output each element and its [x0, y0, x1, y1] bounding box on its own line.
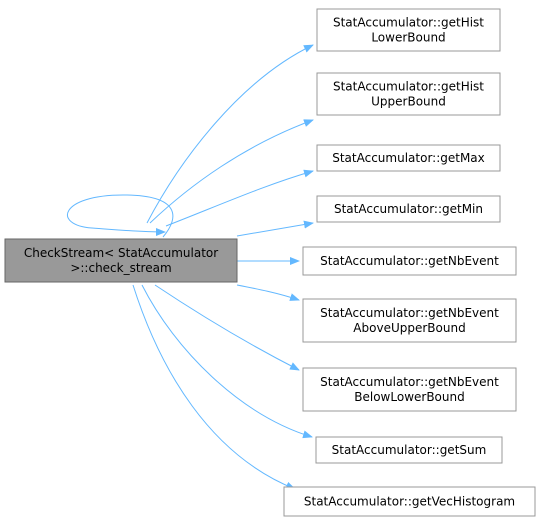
node-label-getNbEventBelowLowerBound-line-0: StatAccumulator::getNbEvent — [320, 375, 499, 389]
node-box-getNbEvent — [302, 246, 517, 276]
node-label-getHistUpperBound-line-1: UpperBound — [371, 95, 446, 109]
node-getNbEventAboveUpperBound[interactable]: StatAccumulator::getNbEventAboveUpperBou… — [302, 298, 517, 343]
edge-check_stream-to-getSum — [141, 284, 313, 439]
node-label-getNbEvent-line-0: StatAccumulator::getNbEvent — [320, 254, 499, 268]
edge-check_stream-to-getNbEventBelowLowerBound — [154, 284, 300, 371]
node-box-getHistLowerBound — [316, 8, 501, 52]
node-box-check_stream — [4, 238, 238, 283]
node-label-getHistUpperBound-line-0: StatAccumulator::getHist — [333, 80, 484, 94]
node-box-getVecHistogram — [283, 486, 536, 517]
edge-check_stream-to-getMin — [236, 220, 314, 237]
node-label-check_stream-line-0: CheckStream< StatAccumulator — [24, 246, 218, 260]
node-box-getNbEventBelowLowerBound — [302, 367, 517, 412]
node-label-getHistLowerBound-line-1: LowerBound — [371, 31, 445, 45]
edge-check_stream-to-getMax — [165, 169, 314, 227]
nodes-layer: CheckStream< StatAccumulator>::check_str… — [4, 8, 536, 517]
edge-check_stream-to-getNbEventAboveUpperBound — [236, 284, 300, 301]
edge-check_stream-to-getHistLowerBound — [146, 44, 314, 224]
node-getNbEventBelowLowerBound[interactable]: StatAccumulator::getNbEventBelowLowerBou… — [302, 367, 517, 412]
node-getVecHistogram[interactable]: StatAccumulator::getVecHistogram — [283, 486, 536, 517]
edge-check_stream-to-getVecHistogram — [132, 284, 296, 490]
node-label-check_stream-line-1: >::check_stream — [70, 261, 171, 275]
node-label-getHistLowerBound-line-0: StatAccumulator::getHist — [333, 16, 484, 30]
node-getSum[interactable]: StatAccumulator::getSum — [315, 436, 503, 464]
edge-check_stream-to-check_stream — [67, 194, 174, 238]
node-getMax[interactable]: StatAccumulator::getMax — [316, 144, 501, 172]
node-label-getSum-line-0: StatAccumulator::getSum — [332, 443, 487, 457]
node-box-getSum — [315, 436, 503, 464]
node-check_stream[interactable]: CheckStream< StatAccumulator>::check_str… — [4, 238, 238, 283]
edge-check_stream-to-getHistUpperBound — [149, 119, 314, 224]
node-box-getHistUpperBound — [316, 72, 501, 116]
node-label-getNbEventAboveUpperBound-line-0: StatAccumulator::getNbEvent — [320, 306, 499, 320]
node-label-getMin-line-0: StatAccumulator::getMin — [334, 202, 483, 216]
node-getNbEvent[interactable]: StatAccumulator::getNbEvent — [302, 246, 517, 276]
node-getMin[interactable]: StatAccumulator::getMin — [316, 195, 501, 223]
node-box-getMin — [316, 195, 501, 223]
node-box-getNbEventAboveUpperBound — [302, 298, 517, 343]
node-label-getNbEventAboveUpperBound-line-1: AboveUpperBound — [353, 321, 465, 335]
node-box-getMax — [316, 144, 501, 172]
node-label-getMax-line-0: StatAccumulator::getMax — [332, 151, 485, 165]
node-label-getNbEventBelowLowerBound-line-1: BelowLowerBound — [354, 390, 464, 404]
node-label-getVecHistogram-line-0: StatAccumulator::getVecHistogram — [304, 495, 515, 509]
edges-layer — [67, 44, 314, 490]
